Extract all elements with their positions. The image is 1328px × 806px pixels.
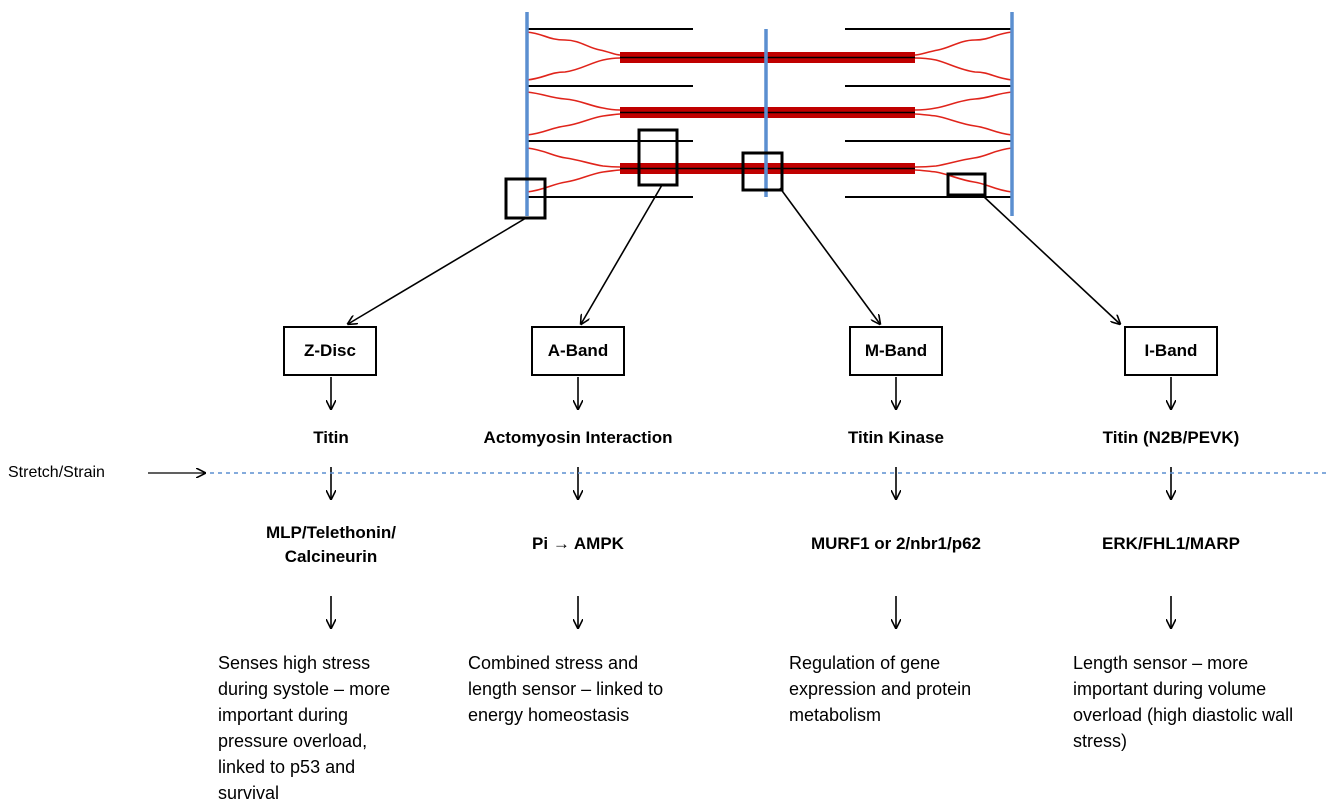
m-band-step2: MURF1 or 2/nbr1/p62 [810,534,982,553]
z-disc-box: Z-Disc [283,326,377,376]
stretch-strain-label: Stretch/Strain [8,464,105,481]
arrow-to-a-band [581,184,663,324]
sarcomere-lines [525,12,1014,216]
down-arrows [331,377,1171,628]
connector-arrows [348,184,1120,324]
highlight-i-band [946,172,987,197]
highlight-a-band [637,128,679,187]
i-band-box: I-Band [1124,326,1218,376]
m-band-step1: Titin Kinase [847,428,945,447]
i-band-step2: ERK/FHL1/MARP [1102,534,1240,553]
m-band-box: M-Band [849,326,943,376]
i-band-description: Length sensor – more important during vo… [1073,653,1294,751]
arrow-to-z-disc [348,217,527,324]
a-band-description: Combined stress and length sensor – link… [468,653,664,725]
region-highlights [504,128,987,220]
a-band-step2: Pi → AMPK [532,534,624,553]
z-disc-step1: Titin [313,428,349,447]
a-band-step1: Actomyosin Interaction [483,428,673,447]
arrow-to-m-band [779,187,880,324]
actin-filaments [527,28,1012,198]
arrow-to-i-band [981,194,1120,324]
highlight-m-band [741,151,784,192]
z-disc-step2: MLP/Telethonin/ Calcineurin [265,523,397,566]
a-band-box: A-Band [531,326,625,376]
i-band-step1: Titin (N2B/PEVK) [1102,428,1240,447]
titin-springs [526,31,1013,193]
m-band-description: Regulation of gene expression and protei… [789,653,972,725]
z-disc-description: Senses high stress during systole – more… [218,653,391,803]
